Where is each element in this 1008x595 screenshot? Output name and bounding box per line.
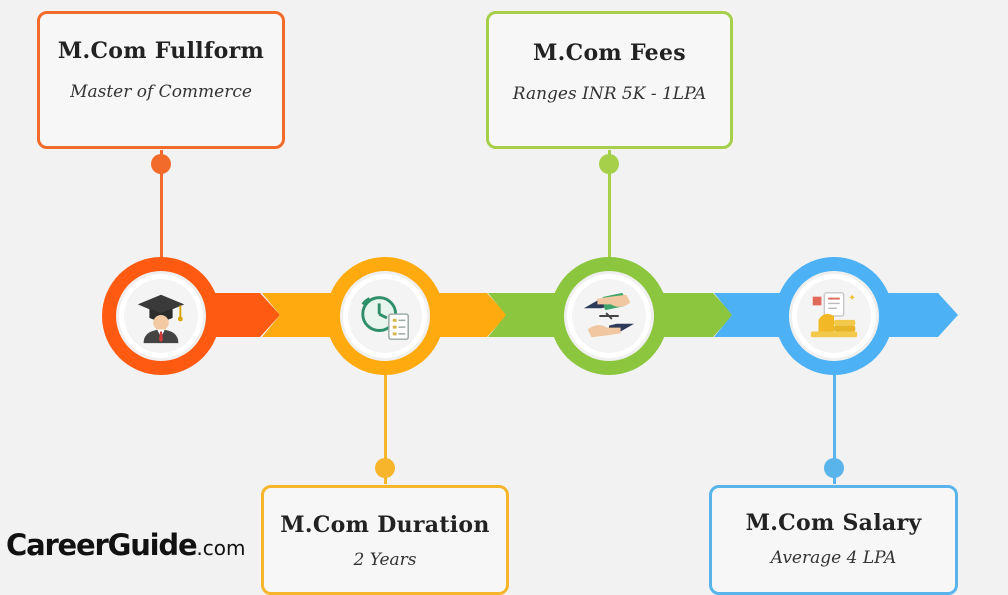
info-card-fees: M.Com Fees Ranges INR 5K - 1LPA [486,11,733,149]
info-card-salary: M.Com Salary Average 4 LPA [709,485,958,595]
brand-name: CareerGuide [6,528,198,562]
card-title-duration: M.Com Duration [280,512,490,538]
timeline-node-fullform [102,257,220,375]
card-title-fullform: M.Com Fullform [57,38,265,64]
connector-dot-3 [599,154,619,174]
connector-dot-4 [824,458,844,478]
timeline-node-fees [550,257,668,375]
connector-line-3 [608,150,611,260]
clock-checklist-icon [361,296,409,340]
graduate-icon [137,294,185,344]
card-subtitle-salary: Average 4 LPA [770,548,897,568]
connector-line-1 [160,150,163,260]
timeline-node-salary: ✦ [775,257,893,375]
card-subtitle-duration: 2 Years [353,550,417,570]
timeline-node-duration [326,257,444,375]
connector-dot-1 [151,154,171,174]
mcom-timeline-infographic: ✦ M.Com Fullform Master of Commerce M.Co… [6,11,958,595]
card-subtitle-fees: Ranges INR 5K - 1LPA [512,84,707,104]
money-exchange-icon [583,293,635,338]
brand-suffix: .com [196,536,246,560]
svg-text:✦: ✦ [849,294,856,304]
card-title-salary: M.Com Salary [745,510,922,536]
connector-dot-2 [375,458,395,478]
careerguide-logo: CareerGuide.com [6,528,246,562]
connector-line-4 [833,372,836,484]
connector-line-2 [384,372,387,484]
card-subtitle-fullform: Master of Commerce [70,82,252,102]
salary-coins-icon: ✦ [810,292,858,338]
info-card-fullform: M.Com Fullform Master of Commerce [37,11,285,149]
info-card-duration: M.Com Duration 2 Years [261,485,509,595]
card-title-fees: M.Com Fees [533,40,686,66]
